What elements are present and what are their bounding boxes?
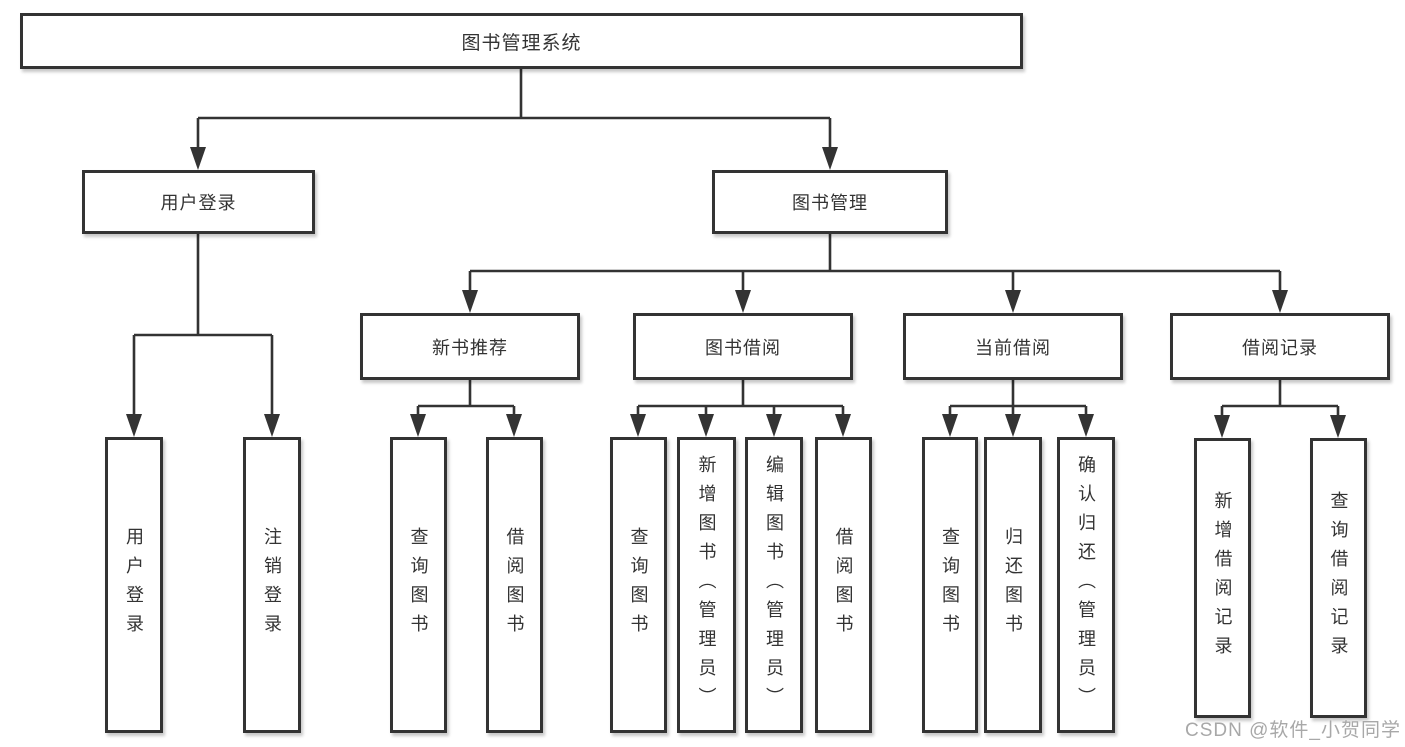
- leaf-add-books-admin: 新增图书（管理员）: [677, 437, 736, 733]
- leaf-logout: 注销登录: [243, 437, 301, 733]
- leaf-query-books-current-label: 查询图书: [940, 527, 960, 643]
- edge-user-login-to-children: [132, 234, 274, 420]
- leaf-user-login-label: 用户登录: [124, 527, 144, 643]
- leaf-query-books-recommend: 查询图书: [390, 437, 447, 733]
- leaf-query-books-recommend-label: 查询图书: [408, 527, 429, 643]
- node-book-borrowing-label: 图书借阅: [705, 337, 781, 358]
- node-current-borrowing-label: 当前借阅: [975, 337, 1051, 358]
- leaf-query-books-borrow: 查询图书: [610, 437, 667, 733]
- arrowhead-icon: [735, 290, 751, 313]
- arrowhead-icon: [630, 414, 646, 437]
- leaf-add-books-admin-label: 新增图书（管理员）: [696, 454, 717, 716]
- node-new-book-recommend: 新书推荐: [360, 313, 580, 380]
- leaf-query-borrow-record: 查询借阅记录: [1310, 438, 1367, 718]
- leaf-confirm-return-admin-label: 确认归还（管理员）: [1076, 454, 1096, 716]
- leaf-borrow-books-recommend-label: 借阅图书: [504, 527, 525, 643]
- leaf-borrow-books-label: 借阅图书: [833, 527, 854, 643]
- arrowhead-icon: [1005, 290, 1021, 313]
- node-book-management: 图书管理: [712, 170, 948, 234]
- arrowhead-icon: [1330, 415, 1346, 438]
- leaf-user-login: 用户登录: [105, 437, 163, 733]
- node-root-system: 图书管理系统: [20, 13, 1023, 69]
- leaf-edit-books-admin: 编辑图书（管理员）: [745, 437, 803, 733]
- leaf-return-books: 归还图书: [984, 437, 1042, 733]
- leaf-borrow-books: 借阅图书: [815, 437, 872, 733]
- csdn-watermark: CSDN @软件_小贺同学: [1185, 720, 1401, 741]
- arrowhead-icon: [766, 414, 782, 437]
- leaf-add-borrow-record-label: 新增借阅记录: [1212, 491, 1233, 665]
- node-root-system-label: 图书管理系统: [461, 32, 582, 54]
- leaf-query-borrow-record-label: 查询借阅记录: [1328, 491, 1349, 665]
- arrowhead-icon: [1005, 414, 1021, 437]
- arrowhead-icon: [822, 147, 838, 170]
- leaf-logout-label: 注销登录: [262, 527, 282, 643]
- edge-book-borrow-to-children: [636, 380, 845, 420]
- node-new-book-recommend-label: 新书推荐: [432, 337, 508, 358]
- node-book-management-label: 图书管理: [792, 193, 868, 213]
- leaf-confirm-return-admin: 确认归还（管理员）: [1057, 437, 1115, 733]
- arrowhead-icon: [190, 147, 206, 170]
- node-book-borrowing: 图书借阅: [633, 313, 853, 380]
- node-borrowing-records: 借阅记录: [1170, 313, 1390, 380]
- arrowhead-icon: [835, 414, 851, 437]
- node-borrowing-records-label: 借阅记录: [1242, 337, 1318, 358]
- leaf-borrow-books-recommend: 借阅图书: [486, 437, 543, 733]
- edge-current-borrow-to-children: [948, 380, 1088, 420]
- leaf-return-books-label: 归还图书: [1003, 527, 1023, 643]
- node-current-borrowing: 当前借阅: [903, 313, 1123, 380]
- arrowhead-icon: [942, 414, 958, 437]
- arrowhead-icon: [1214, 415, 1230, 438]
- arrowhead-icon: [410, 414, 426, 437]
- edge-book-mgmt-to-level3: [468, 234, 1282, 296]
- arrowhead-icon: [264, 414, 280, 437]
- node-user-login-label: 用户登录: [160, 193, 237, 213]
- arrowhead-icon: [1078, 414, 1094, 437]
- arrowhead-icon: [126, 414, 142, 437]
- arrowhead-icon: [462, 290, 478, 313]
- arrowhead-icon: [506, 414, 522, 437]
- node-user-login: 用户登录: [82, 170, 315, 234]
- leaf-edit-books-admin-label: 编辑图书（管理员）: [764, 454, 784, 716]
- arrowhead-icon: [1272, 290, 1288, 313]
- arrowhead-icon: [698, 414, 714, 437]
- leaf-query-books-borrow-label: 查询图书: [628, 527, 649, 643]
- edge-borrow-record-to-children: [1220, 380, 1340, 421]
- leaf-query-books-current: 查询图书: [922, 437, 978, 733]
- leaf-add-borrow-record: 新增借阅记录: [1194, 438, 1251, 718]
- edge-new-book-to-children: [416, 380, 516, 420]
- edge-root-to-level2: [196, 68, 832, 152]
